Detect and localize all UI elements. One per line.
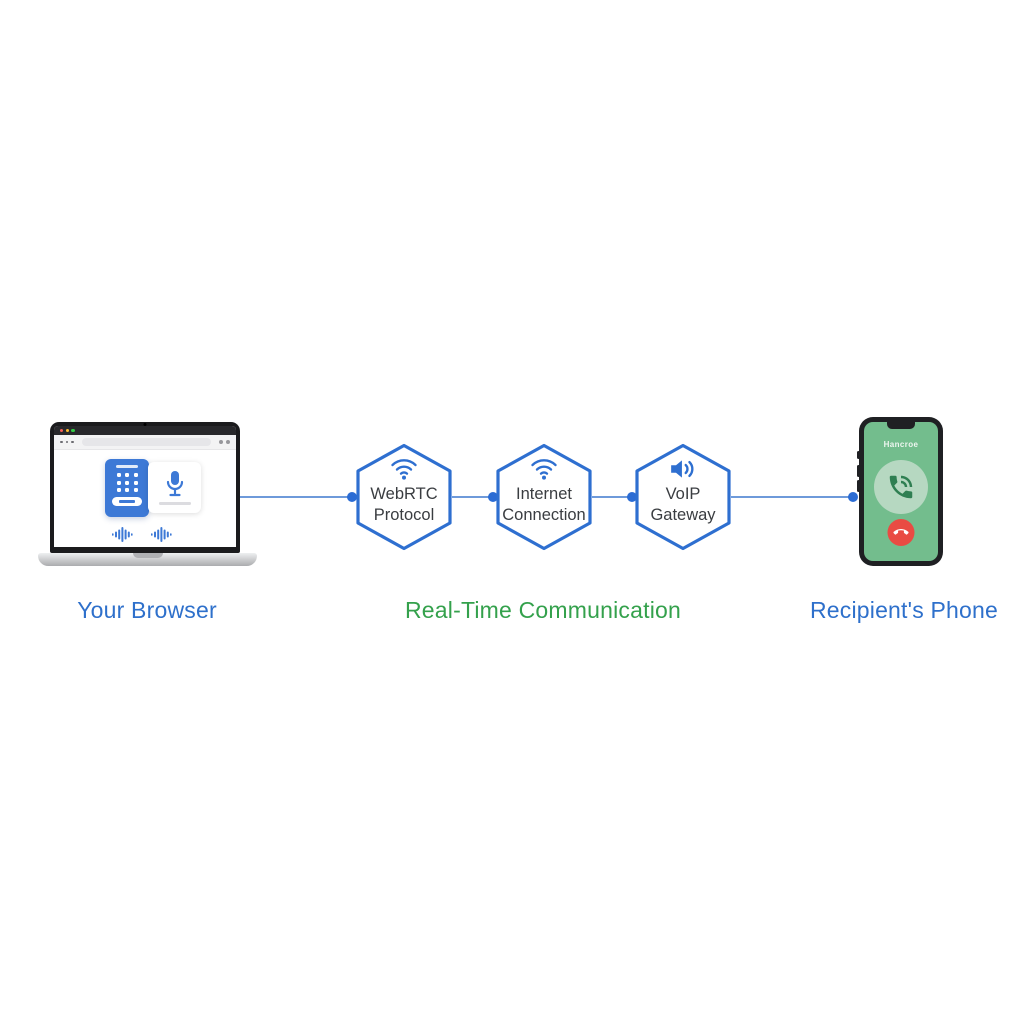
connector-dot	[627, 492, 637, 502]
connector-line-browser-webrtc	[240, 496, 352, 498]
connector-dot	[347, 492, 357, 502]
laptop-base-notch	[132, 553, 163, 558]
dial-key	[116, 473, 121, 477]
node-hexagon-voip: VoIP Gateway	[633, 442, 733, 552]
wifi-icon	[531, 459, 557, 480]
dialer-card	[105, 459, 149, 517]
phone-screen: Hancroe	[864, 422, 938, 561]
hexagon-outline	[356, 443, 452, 551]
browser-content	[54, 450, 236, 547]
traffic-light-yellow-icon	[65, 428, 69, 433]
refresh-icon	[71, 440, 74, 444]
url-bar	[81, 438, 211, 446]
webcam-dot	[143, 423, 147, 426]
traffic-light-green-icon	[71, 428, 75, 433]
speaker-icon	[671, 460, 694, 478]
caption-your-browser: Your Browser	[77, 597, 217, 623]
node-label: VoIP Gateway	[650, 485, 716, 524]
node-label: Internet Connection	[502, 485, 586, 524]
microphone-icon	[166, 471, 183, 497]
menu-icon	[225, 439, 230, 445]
dial-key	[125, 480, 129, 485]
caption-recipients-phone: Recipient's Phone	[809, 597, 999, 623]
call-button-label-bar	[119, 500, 135, 503]
wifi-icon	[391, 459, 417, 480]
dial-key	[133, 473, 138, 477]
dialpad-grid	[116, 473, 138, 492]
answer-button	[874, 460, 928, 514]
phone-illustration: Hancroe	[857, 417, 943, 566]
dial-key	[116, 488, 121, 492]
node-hexagon-webrtc: WebRTC Protocol	[354, 442, 454, 552]
phone-notch	[887, 422, 915, 429]
hexagon-outline	[496, 443, 592, 551]
caller-name: Hancroe	[883, 440, 919, 449]
dialer-title-bar	[116, 465, 138, 468]
caption-realtime: Real-Time Communication	[405, 597, 681, 623]
decline-button	[887, 519, 915, 546]
mic-card	[148, 462, 201, 513]
traffic-light-red-icon	[60, 428, 64, 433]
connector-line-voip-phone	[731, 496, 853, 498]
browser-titlebar	[54, 426, 236, 435]
dial-key	[133, 480, 138, 485]
forward-icon	[65, 440, 69, 444]
phone-volume-up-button	[857, 465, 860, 477]
connector-line-internet-voip	[592, 496, 632, 498]
laptop-illustration	[38, 422, 257, 566]
phone-mute-switch	[857, 451, 860, 459]
connector-dot	[848, 492, 858, 502]
node-hexagon-internet: Internet Connection	[494, 442, 594, 552]
dial-key	[116, 480, 121, 485]
phone-decline-icon	[893, 528, 909, 535]
browser-toolbar	[54, 435, 236, 450]
call-button	[112, 497, 142, 506]
laptop-base	[38, 553, 257, 566]
phone-answer-icon	[889, 475, 913, 499]
connector-line-webrtc-internet	[452, 496, 492, 498]
dial-key	[125, 488, 129, 492]
laptop-screen	[50, 422, 240, 553]
hexagon-outline	[635, 443, 731, 551]
settings-icon	[218, 439, 223, 445]
audio-level-line	[158, 502, 191, 505]
phone-volume-down-button	[857, 480, 860, 492]
back-icon	[60, 440, 63, 444]
dial-key	[125, 473, 129, 477]
waveform-icon	[112, 527, 133, 542]
dial-key	[133, 488, 138, 492]
node-label: WebRTC Protocol	[370, 485, 438, 524]
waveform-icon	[151, 527, 172, 542]
connector-dot	[488, 492, 498, 502]
